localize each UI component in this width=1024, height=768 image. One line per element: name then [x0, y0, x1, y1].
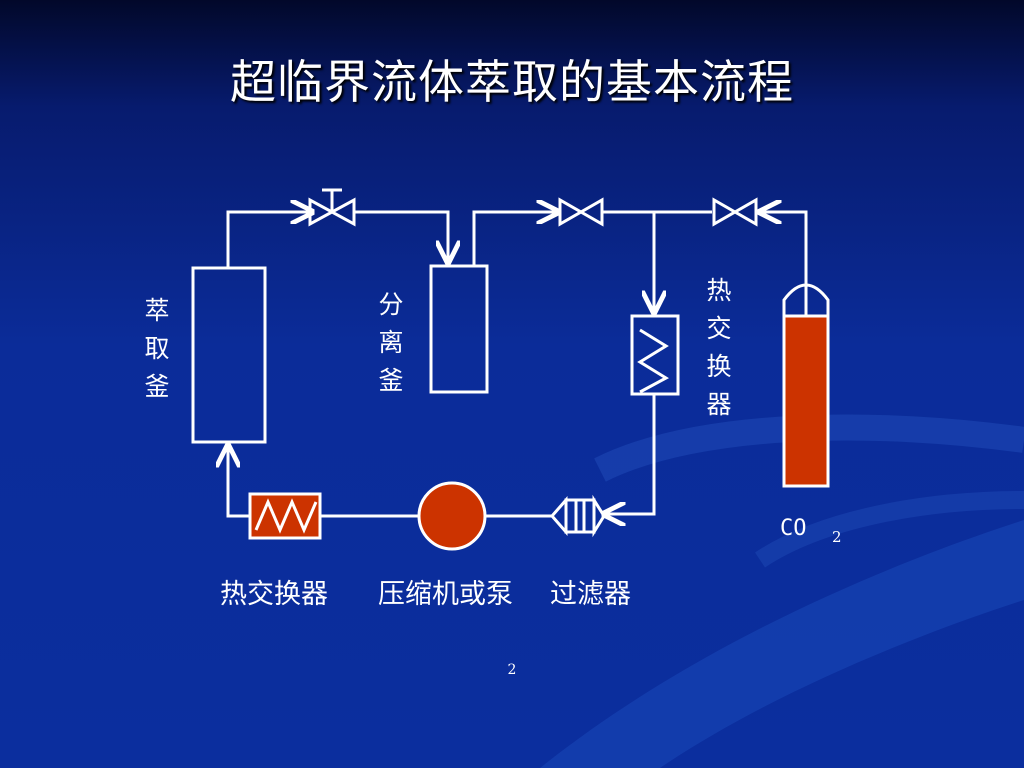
extractor-label: 萃取釜: [144, 296, 170, 401]
valve-icon: [308, 188, 356, 227]
heater-coil-icon: [248, 492, 322, 540]
pipe-heater-to-extractor: [228, 446, 250, 518]
pipe-cylinder-to-valve3: [758, 210, 808, 286]
heat-exchanger-coil-icon: [630, 314, 680, 396]
page-title: 超临界流体萃取的基本流程: [230, 55, 794, 109]
co2-label: CO: [780, 516, 807, 541]
separator-vessel: [429, 264, 489, 394]
extractor-vessel: [191, 266, 267, 444]
valve-icon: [558, 197, 604, 227]
pipe-extractor-to-valve1: [226, 210, 308, 268]
valve-icon: [712, 197, 758, 227]
pipe-heat-exchanger-to-filter: [604, 394, 656, 514]
co2-subscript: 2: [832, 528, 842, 546]
co2-cylinder: [782, 283, 830, 488]
heat-exchanger-right-label: 热交换器: [706, 276, 732, 419]
compressor-label: 压缩机或泵: [378, 579, 513, 610]
pump-icon: [417, 481, 487, 551]
pipe-valve1-to-separator: [354, 210, 448, 262]
filter-label: 过滤器: [550, 579, 631, 610]
filter-icon: [550, 494, 606, 538]
separator-label: 分离釜: [378, 290, 404, 395]
heat-exchanger-bottom-label: 热交换器: [220, 579, 328, 610]
page-number: 2: [507, 662, 517, 678]
pipe-separator-to-valve2: [472, 212, 558, 266]
